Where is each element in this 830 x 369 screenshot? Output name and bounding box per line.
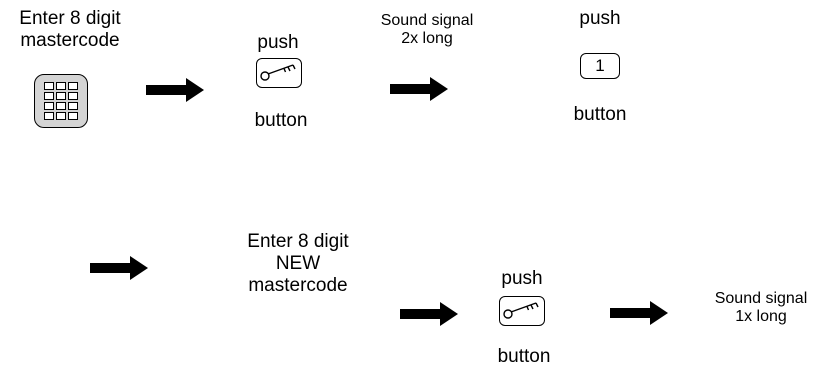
step5-text: Enter 8 digit NEW mastercode	[228, 231, 368, 297]
arrow-right-icon	[390, 77, 448, 101]
step7-text: Sound signal 1x long	[694, 290, 828, 327]
step3-line1: Sound signal	[380, 12, 474, 29]
number-1-button: 1	[580, 53, 620, 79]
step3-line2: 2x long	[401, 30, 453, 48]
key-button	[256, 58, 302, 88]
arrow-right-icon	[90, 256, 148, 280]
key-icon	[503, 302, 539, 319]
step7-line1: Sound signal	[714, 290, 808, 307]
step6-button-label: button	[497, 346, 551, 367]
key-icon	[260, 64, 296, 81]
arrow-right-icon	[610, 301, 668, 325]
step2-button-label: button	[254, 110, 308, 131]
arrow-right-icon	[146, 78, 204, 102]
step5-line2: NEW	[275, 252, 321, 274]
step5-line3: mastercode	[248, 274, 348, 296]
step7-line2: 1x long	[735, 308, 787, 326]
step5-line1: Enter 8 digit	[247, 231, 349, 252]
keypad-icon	[34, 74, 88, 128]
step1-line1: Enter 8 digit	[19, 8, 121, 29]
step1-text: Enter 8 digit mastercode	[0, 8, 140, 52]
step1-line2: mastercode	[20, 29, 120, 51]
step4-push-label: push	[579, 8, 621, 29]
step3-text: Sound signal 2x long	[358, 12, 496, 49]
arrow-right-icon	[400, 302, 458, 326]
step4-button-label: button	[573, 104, 627, 125]
step2-push-label: push	[257, 32, 299, 53]
step6-push-label: push	[501, 268, 543, 289]
key-button	[499, 296, 545, 326]
